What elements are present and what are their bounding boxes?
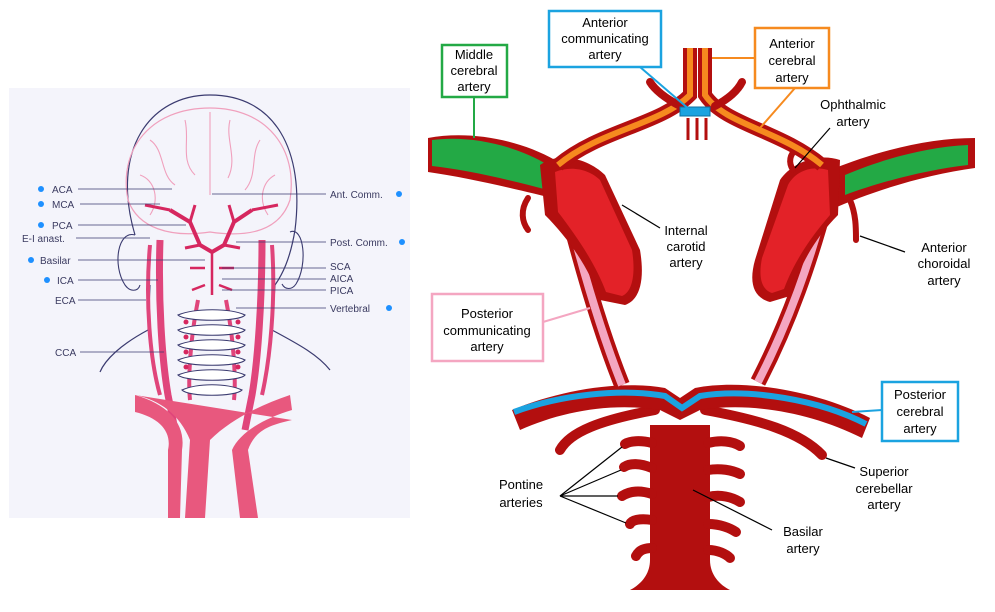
left-anterior-cerebral: [556, 48, 693, 168]
label-aca: ACA: [52, 185, 73, 196]
right-side-labels: Ant. Comm. Post. Comm. SCA AICA PICA Ver…: [212, 190, 405, 315]
svg-text:Superior: Superior: [859, 464, 909, 479]
anterior-cerebral-label: Anterior cerebral artery: [712, 26, 831, 129]
left-middle-cerebral: [432, 138, 548, 190]
vertebral-foramina: [183, 319, 241, 370]
svg-text:communicating: communicating: [443, 323, 530, 338]
label-ica: ICA: [57, 276, 74, 287]
left-internal-carotid: [555, 168, 634, 296]
brain-gyri: [139, 112, 276, 216]
left-ear: [117, 234, 141, 291]
label-cca: CCA: [55, 348, 76, 359]
brain-outline: [125, 107, 292, 235]
label-sca: SCA: [330, 262, 351, 273]
label-aica: AICA: [330, 274, 354, 285]
cervical-spine: [177, 309, 246, 396]
right-middle-cerebral: [845, 145, 968, 195]
left-head-illustration: ACA MCA PCA E-I anast. Basilar ICA ECA C…: [9, 88, 410, 518]
svg-text:Posterior: Posterior: [461, 306, 514, 321]
right-anterior-choroidal: [847, 197, 859, 243]
acom-perforators: [686, 118, 708, 140]
svg-text:cerebral: cerebral: [897, 404, 944, 419]
left-cerebral-branches: [144, 203, 279, 250]
svg-text:artery: artery: [867, 497, 901, 512]
label-eca: ECA: [55, 296, 76, 307]
svg-text:artery: artery: [786, 541, 820, 556]
left-side-labels: ACA MCA PCA E-I anast. Basilar ICA ECA C…: [22, 185, 205, 359]
posterior-communicating-label: Posterior communicating artery: [430, 292, 591, 363]
svg-text:carotid: carotid: [666, 239, 705, 254]
left-anterior-choroidal: [519, 195, 531, 233]
label-dot: [396, 191, 402, 197]
label-pca: PCA: [52, 221, 73, 232]
posterior-cerebral-label: Posterior cerebral artery: [851, 380, 960, 443]
posterior-cerebral-highlight: [512, 389, 868, 427]
pontine-branches: [617, 436, 745, 563]
svg-text:Anterior: Anterior: [582, 15, 628, 30]
svg-text:artery: artery: [903, 421, 937, 436]
left-ica: [155, 239, 179, 431]
svg-text:communicating: communicating: [561, 31, 648, 46]
svg-text:Anterior: Anterior: [921, 240, 967, 255]
svg-text:arteries: arteries: [499, 495, 543, 510]
label-dot: [28, 257, 34, 263]
right-ear: [281, 231, 304, 290]
label-dot: [38, 222, 44, 228]
svg-text:artery: artery: [669, 255, 703, 270]
svg-text:choroidal: choroidal: [918, 256, 971, 271]
svg-text:Middle: Middle: [455, 47, 493, 62]
aortic-arch-vessels: [135, 395, 292, 518]
svg-text:artery: artery: [836, 114, 870, 129]
anterior-choroidal-label: Anterior choroidal artery: [859, 235, 971, 288]
left-superior-cerebellar: [555, 405, 660, 455]
ophthalmic-label: Ophthalmic artery: [794, 97, 886, 169]
svg-text:artery: artery: [927, 273, 961, 288]
middle-cerebral-label: Middle cerebral artery: [440, 43, 509, 138]
label-vertebral: Vertebral: [330, 304, 370, 315]
right-eca: [260, 244, 276, 396]
svg-text:Anterior: Anterior: [769, 36, 815, 51]
right-internal-carotid: [760, 168, 830, 293]
label-basilar: Basilar: [40, 256, 71, 267]
svg-text:artery: artery: [470, 339, 504, 354]
pontine-label: Pontine arteries: [499, 446, 627, 524]
anterior-communicating: [679, 106, 711, 117]
svg-text:Posterior: Posterior: [894, 387, 947, 402]
anterior-communicating-label: Anterior communicating artery: [547, 9, 691, 111]
svg-text:artery: artery: [775, 70, 809, 85]
left-eca: [146, 244, 162, 396]
right-anterior-cerebral: [702, 48, 824, 168]
left-cca: [135, 395, 183, 518]
right-superior-cerebellar: [700, 405, 827, 460]
svg-text:Pontine: Pontine: [499, 477, 543, 492]
superior-cerebellar-label: Superior cerebellar artery: [825, 457, 913, 512]
svg-text:artery: artery: [457, 79, 491, 94]
right-ica: [241, 239, 266, 431]
svg-text:cerebral: cerebral: [451, 63, 498, 78]
svg-text:cerebral: cerebral: [769, 53, 816, 68]
svg-text:artery: artery: [588, 47, 622, 62]
label-dot: [44, 277, 50, 283]
label-dot: [386, 305, 392, 311]
right-circle-of-willis-diagram: Middle cerebral artery Anterior communic…: [428, 9, 975, 590]
label-dot: [399, 239, 405, 245]
label-mca: MCA: [52, 200, 75, 211]
basilar-label: Basilar artery: [692, 489, 824, 556]
label-ei-anast: E-I anast.: [22, 234, 65, 245]
svg-text:Ophthalmic: Ophthalmic: [820, 97, 886, 112]
anterior-side-branches: [646, 78, 746, 110]
label-pica: PICA: [330, 286, 354, 297]
svg-text:cerebellar: cerebellar: [855, 481, 913, 496]
label-dot: [38, 201, 44, 207]
label-ant-comm: Ant. Comm.: [330, 190, 383, 201]
label-dot: [38, 186, 44, 192]
svg-text:Basilar: Basilar: [783, 524, 823, 539]
internal-carotid-label: Internal carotid artery: [621, 204, 708, 270]
svg-text:Internal: Internal: [664, 223, 707, 238]
basilar-artery: [630, 425, 730, 590]
label-post-comm: Post. Comm.: [330, 238, 388, 249]
